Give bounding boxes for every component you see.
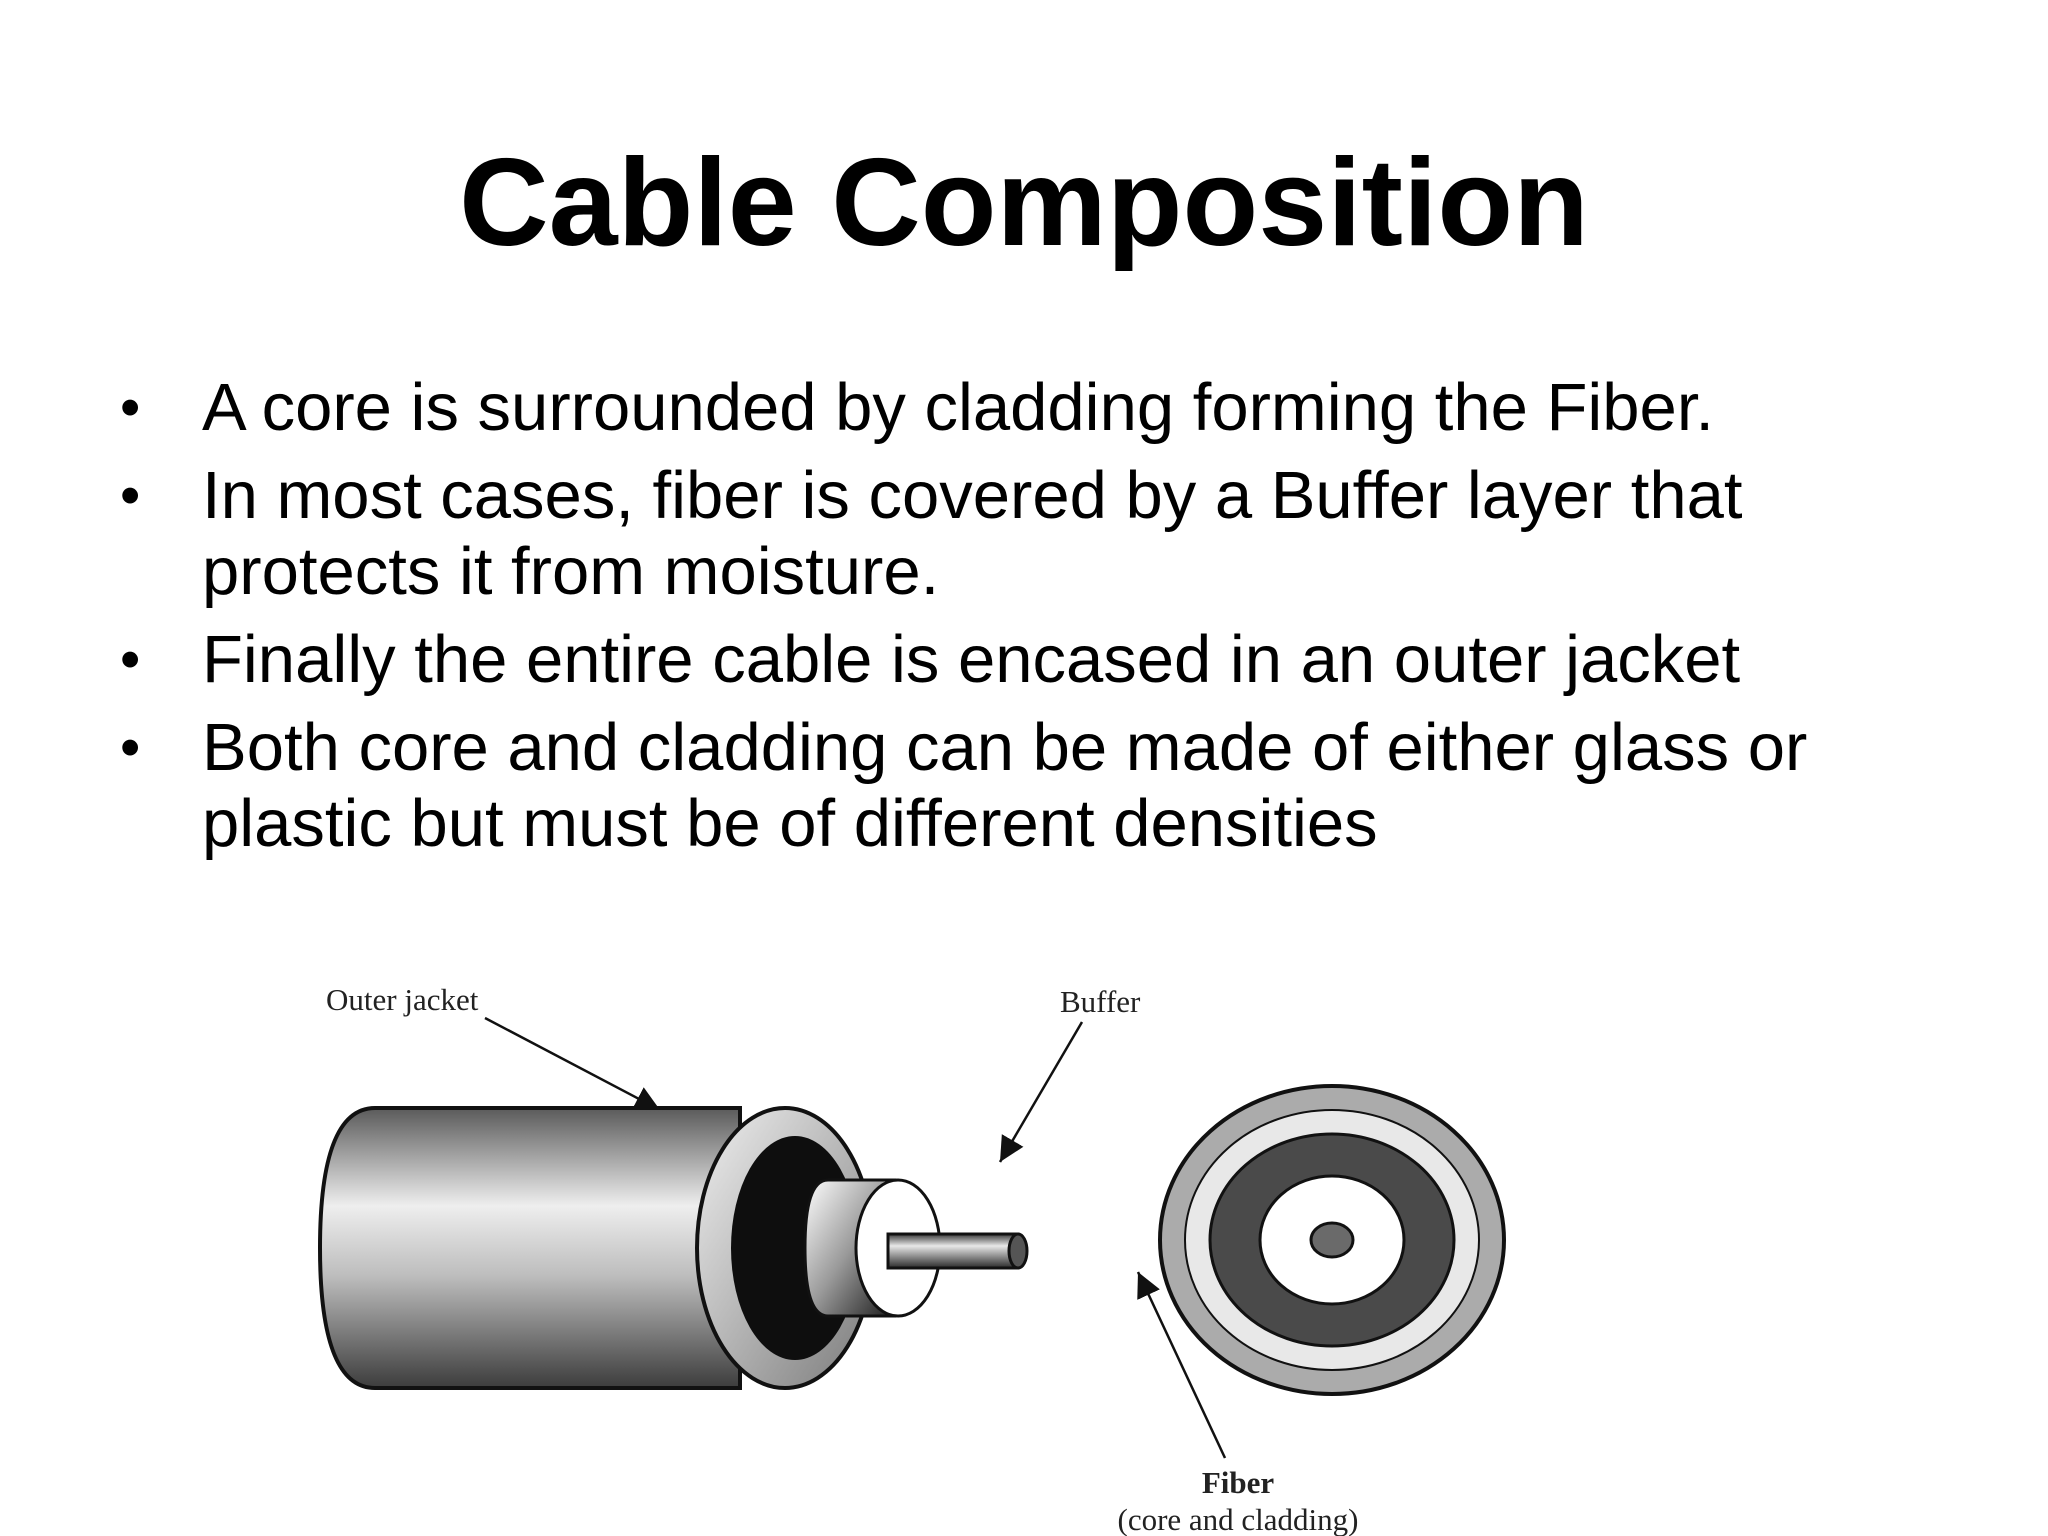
bullet-dot-icon: • — [120, 463, 141, 528]
fiber-arrow — [1136, 1271, 1227, 1459]
outer-jacket-label: Outer jacket — [326, 982, 479, 1017]
bullet-item: • A core is surrounded by cladding formi… — [120, 370, 1920, 446]
bullet-list: • A core is surrounded by cladding formi… — [120, 370, 1920, 874]
bullet-text: A core is surrounded by cladding forming… — [202, 370, 1715, 445]
bullet-dot-icon: • — [120, 375, 141, 440]
bullet-item: • Both core and cladding can be made of … — [120, 710, 1920, 862]
cable-cross-section — [1158, 1084, 1506, 1396]
outer-jacket-arrow — [484, 1016, 661, 1112]
buffer-arrow — [998, 1021, 1084, 1163]
fiber-cable-diagram: Outer jacket Buffer Fiber (core and clad… — [317, 982, 1506, 1536]
buffer-label: Buffer — [1060, 984, 1141, 1019]
fiber-detail-label: (core and cladding) — [1118, 1502, 1359, 1536]
bullet-dot-icon: • — [120, 715, 141, 780]
fiber-label: Fiber — [1202, 1465, 1275, 1500]
slide-title: Cable Composition — [459, 134, 1589, 272]
bullet-item: • Finally the entire cable is encased in… — [120, 622, 1920, 698]
bullet-text: Both core and cladding can be made of ei… — [202, 710, 1808, 861]
bullet-dot-icon: • — [120, 627, 141, 692]
bullet-text: Finally the entire cable is encased in a… — [202, 622, 1741, 697]
cable-side-view — [317, 1106, 1029, 1390]
bullet-item: • In most cases, fiber is covered by a B… — [120, 458, 1920, 610]
bullet-text: In most cases, fiber is covered by a Buf… — [202, 458, 1743, 609]
